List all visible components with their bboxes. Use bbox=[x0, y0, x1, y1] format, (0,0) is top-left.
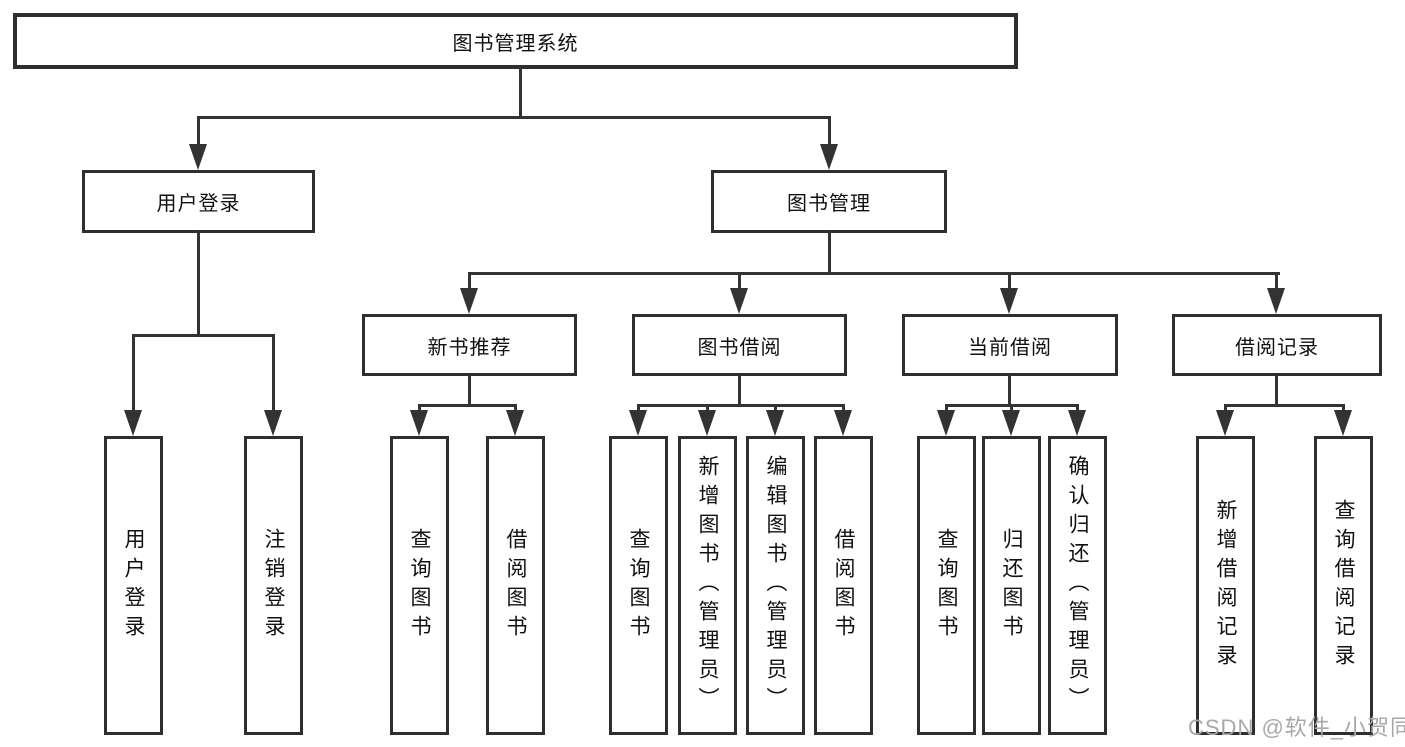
connector-line bbox=[738, 272, 741, 292]
node-current-borrow: 当前借阅 bbox=[902, 314, 1118, 376]
arrow-down-icon bbox=[766, 410, 784, 436]
connector-line bbox=[1076, 404, 1079, 414]
node-book-borrow-label: 图书借阅 bbox=[697, 336, 782, 359]
leaf-add-borrow-record-label: 新增借阅记录 bbox=[1214, 498, 1237, 673]
node-new-book-recommend-label: 新书推荐 bbox=[427, 336, 512, 359]
arrow-down-icon bbox=[629, 410, 647, 436]
arrow-down-icon bbox=[189, 144, 207, 170]
leaf-edit-book-admin-label: 编辑图书（管理员） bbox=[764, 455, 787, 716]
leaf-logout: 注销登录 bbox=[244, 436, 303, 735]
node-current-borrow-label: 当前借阅 bbox=[968, 336, 1052, 359]
connector-line bbox=[637, 404, 640, 414]
connector-line bbox=[1224, 404, 1345, 407]
connector-line bbox=[828, 116, 831, 148]
arrow-down-icon bbox=[124, 410, 142, 436]
leaf-borrow-books-recommend-label: 借阅图书 bbox=[504, 527, 527, 644]
connector-line bbox=[1275, 272, 1278, 292]
connector-line bbox=[842, 404, 845, 414]
arrow-down-icon bbox=[1068, 410, 1086, 436]
leaf-query-books-borrow: 查询图书 bbox=[609, 436, 668, 735]
leaf-confirm-return-admin-label: 确认归还（管理员） bbox=[1066, 455, 1089, 716]
leaf-return-book: 归还图书 bbox=[982, 436, 1041, 735]
leaf-edit-book-admin: 编辑图书（管理员） bbox=[746, 436, 805, 735]
leaf-add-book-admin: 新增图书（管理员） bbox=[678, 436, 737, 735]
leaf-query-books-current: 查询图书 bbox=[917, 436, 976, 735]
arrow-down-icon bbox=[820, 144, 838, 170]
connector-line bbox=[468, 272, 1280, 275]
arrow-down-icon bbox=[1267, 288, 1285, 314]
node-new-book-recommend: 新书推荐 bbox=[362, 314, 577, 376]
connector-line bbox=[774, 404, 777, 414]
connector-line bbox=[1008, 374, 1011, 406]
connector-line bbox=[132, 334, 275, 337]
leaf-logout-label: 注销登录 bbox=[262, 527, 285, 644]
arrow-down-icon bbox=[1216, 410, 1234, 436]
connector-line bbox=[468, 272, 471, 292]
connector-line bbox=[945, 404, 948, 414]
node-borrow-records: 借阅记录 bbox=[1172, 314, 1382, 376]
arrow-down-icon bbox=[410, 410, 428, 436]
connector-line bbox=[272, 334, 275, 412]
connector-line bbox=[418, 404, 517, 407]
connector-line bbox=[468, 374, 471, 406]
leaf-borrow-books-recommend: 借阅图书 bbox=[486, 436, 545, 735]
connector-line bbox=[637, 404, 845, 407]
connector-line bbox=[197, 231, 200, 336]
leaf-confirm-return-admin: 确认归还（管理员） bbox=[1048, 436, 1107, 735]
node-user-login: 用户登录 bbox=[82, 170, 315, 233]
node-root: 图书管理系统 bbox=[13, 13, 1018, 69]
node-borrow-records-label: 借阅记录 bbox=[1235, 336, 1319, 359]
leaf-query-borrow-record-label: 查询借阅记录 bbox=[1332, 498, 1355, 673]
connector-line bbox=[828, 231, 831, 274]
connector-line bbox=[197, 116, 200, 148]
leaf-add-borrow-record: 新增借阅记录 bbox=[1196, 436, 1255, 735]
leaf-return-book-label: 归还图书 bbox=[1000, 527, 1023, 644]
leaf-query-books-recommend: 查询图书 bbox=[390, 436, 449, 735]
leaf-query-books-recommend-label: 查询图书 bbox=[408, 527, 431, 644]
connector-line bbox=[1224, 404, 1227, 414]
connector-line bbox=[132, 334, 135, 412]
watermark: CSDN @软件_小贺同学 bbox=[1188, 715, 1405, 740]
node-user-login-label: 用户登录 bbox=[156, 193, 241, 215]
node-book-borrow: 图书借阅 bbox=[632, 314, 847, 376]
leaf-borrow-books-label: 借阅图书 bbox=[832, 527, 855, 644]
leaf-query-books-current-label: 查询图书 bbox=[935, 527, 958, 644]
connector-line bbox=[706, 404, 709, 414]
leaf-user-login: 用户登录 bbox=[104, 436, 163, 735]
arrow-down-icon bbox=[834, 410, 852, 436]
node-book-management-label: 图书管理 bbox=[787, 193, 871, 215]
leaf-borrow-books: 借阅图书 bbox=[814, 436, 873, 735]
leaf-query-books-borrow-label: 查询图书 bbox=[627, 527, 650, 644]
arrow-down-icon bbox=[730, 288, 748, 314]
connector-line bbox=[738, 374, 741, 406]
arrow-down-icon bbox=[264, 410, 282, 436]
node-book-management: 图书管理 bbox=[711, 170, 947, 233]
arrow-down-icon bbox=[937, 410, 955, 436]
connector-line bbox=[519, 66, 522, 118]
connector-line bbox=[1008, 272, 1011, 292]
arrow-down-icon bbox=[506, 410, 524, 436]
connector-line bbox=[1275, 374, 1278, 406]
arrow-down-icon bbox=[698, 410, 716, 436]
leaf-user-login-label: 用户登录 bbox=[122, 527, 145, 644]
node-root-label: 图书管理系统 bbox=[452, 32, 579, 55]
arrow-down-icon bbox=[460, 288, 478, 314]
connector-line bbox=[418, 404, 421, 414]
connector-line bbox=[197, 116, 831, 119]
connector-line bbox=[1010, 404, 1013, 414]
arrow-down-icon bbox=[1000, 288, 1018, 314]
connector-line bbox=[1342, 404, 1345, 414]
leaf-query-borrow-record: 查询借阅记录 bbox=[1314, 436, 1373, 735]
arrow-down-icon bbox=[1334, 410, 1352, 436]
leaf-add-book-admin-label: 新增图书（管理员） bbox=[696, 455, 719, 716]
arrow-down-icon bbox=[1002, 410, 1020, 436]
connector-line bbox=[514, 404, 517, 414]
